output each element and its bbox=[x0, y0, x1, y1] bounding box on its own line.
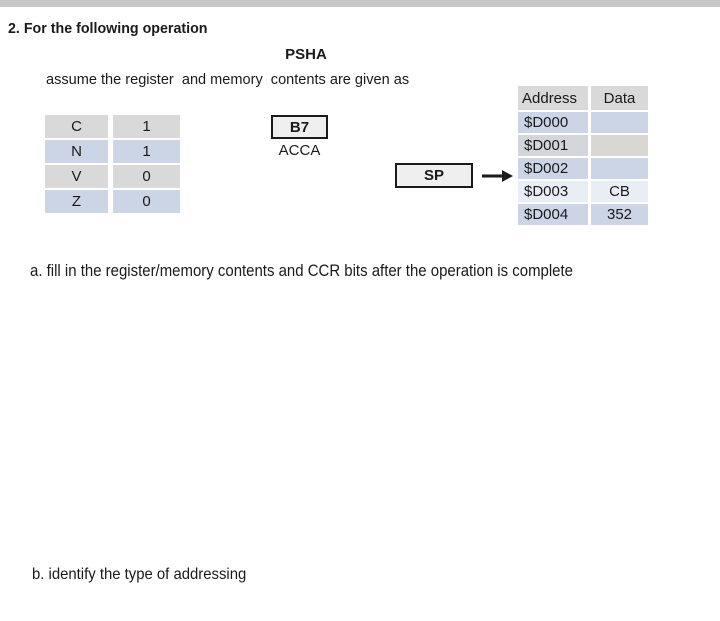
exercise-title: 2. For the following operation bbox=[8, 20, 208, 37]
ccr-flag-n: N bbox=[45, 140, 108, 163]
question-b: b. identify the type of addressing bbox=[32, 566, 247, 583]
memory-address-d001: $D001 bbox=[518, 135, 588, 156]
ccr-flag-v: V bbox=[45, 165, 108, 188]
memory-address-d003: $D003 bbox=[518, 181, 588, 202]
operation-mnemonic: PSHA bbox=[285, 46, 327, 63]
sp-register-box: SP bbox=[395, 163, 473, 188]
memory-header-data: Data bbox=[591, 86, 648, 110]
acca-label: ACCA bbox=[278, 142, 321, 159]
acca-register-box: B7 bbox=[271, 115, 328, 139]
memory-data-d003: CB bbox=[591, 181, 648, 202]
top-gray-bar bbox=[0, 0, 720, 7]
memory-data-d001 bbox=[591, 135, 648, 156]
ccr-value-v: 0 bbox=[113, 165, 180, 188]
assumption-text: assume the register and memory contents … bbox=[46, 71, 410, 88]
ccr-value-n: 1 bbox=[113, 140, 180, 163]
memory-data-d000 bbox=[591, 112, 648, 133]
memory-header-address: Address bbox=[518, 86, 588, 110]
ccr-flag-z: Z bbox=[45, 190, 108, 213]
memory-data-d004: 352 bbox=[591, 204, 648, 225]
memory-address-d002: $D002 bbox=[518, 158, 588, 179]
question-a: a. fill in the register/memory contents … bbox=[30, 261, 573, 280]
ccr-table: C 1 N 1 V 0 Z 0 bbox=[45, 115, 180, 213]
sp-pointer-arrow-icon bbox=[482, 170, 513, 182]
memory-table: Address Data $D000 $D001 $D002 $D003 CB … bbox=[518, 86, 648, 225]
ccr-value-c: 1 bbox=[113, 115, 180, 138]
memory-data-d002 bbox=[591, 158, 648, 179]
memory-address-d004: $D004 bbox=[518, 204, 588, 225]
ccr-flag-c: C bbox=[45, 115, 108, 138]
ccr-value-z: 0 bbox=[113, 190, 180, 213]
memory-address-d000: $D000 bbox=[518, 112, 588, 133]
